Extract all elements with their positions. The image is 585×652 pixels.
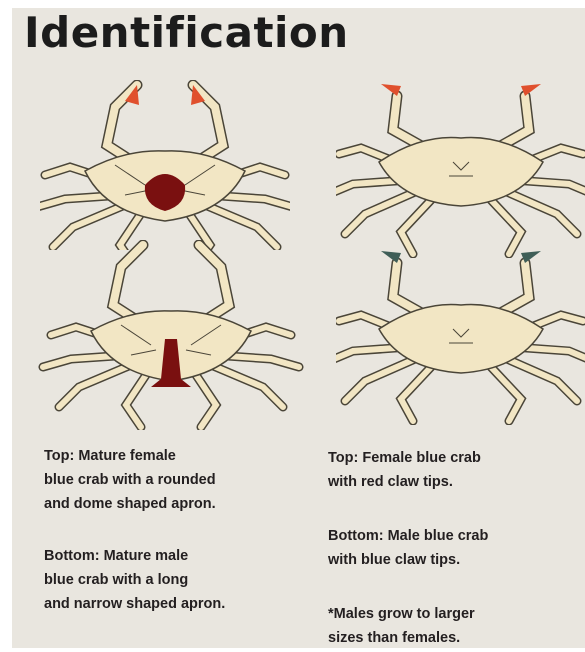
male-underside-crab-illustration [26,240,316,430]
caption-female-claw: Top: Female blue crab with red claw tips… [328,446,583,494]
male-top-crab-illustration [336,245,585,425]
caption-female-apron: Top: Mature female blue crab with a roun… [44,444,314,516]
caption-male-apron: Bottom: Mature male blue crab with a lon… [44,544,324,616]
caption-male-claw: Bottom: Male blue crab with blue claw ti… [328,524,583,572]
female-underside-crab-illustration [40,80,290,250]
page-title: Identification [24,8,349,57]
caption-size-note: *Males grow to larger sizes than females… [328,602,583,650]
female-top-crab-illustration [336,78,585,258]
